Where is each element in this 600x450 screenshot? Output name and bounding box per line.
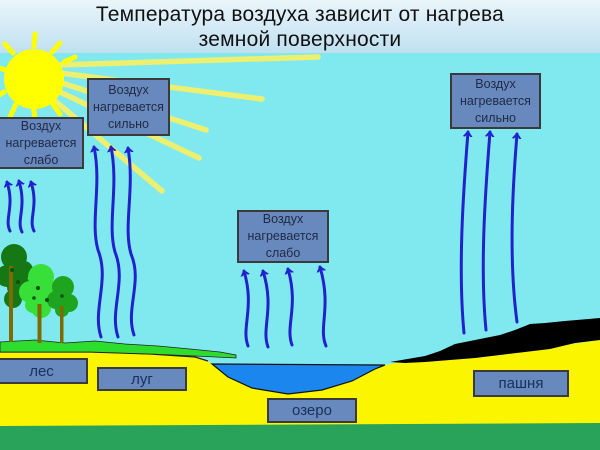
label-plowed-field: пашня [473, 370, 569, 397]
callout-text: Воздух [108, 82, 149, 97]
callout-text: нагревается [5, 135, 77, 150]
callout-text: сильно [108, 116, 149, 131]
tree-trunk [37, 304, 42, 343]
grass-strip [0, 339, 237, 359]
callout-air-heats-strong-left: Воздух нагревается сильно [87, 78, 170, 136]
callout-text: слабо [265, 246, 301, 260]
updraft-arrows-strong-left [94, 147, 137, 339]
label-lake: озеро [267, 398, 357, 423]
lake [210, 363, 386, 395]
label-meadow: луг [97, 367, 187, 391]
callout-text: слабо [23, 152, 59, 167]
updraft-arrows-strong-right [459, 132, 517, 335]
updraft-arrows-weak-left [7, 181, 34, 234]
label-text: луг [131, 370, 153, 388]
callout-text: нагревается [247, 229, 319, 243]
label-forest: лес [0, 358, 88, 384]
callout-air-heats-weak-center: Воздух нагревается слабо [237, 210, 329, 263]
label-text: пашня [498, 375, 544, 392]
callout-text: нагревается [93, 99, 164, 114]
callout-air-heats-strong-right: Воздух нагревается сильно [450, 73, 541, 129]
callout-text: Воздух [475, 76, 516, 91]
callout-text: Воздух [20, 118, 62, 133]
callout-text: нагревается [460, 93, 531, 108]
updraft-arrows-weak-center [244, 267, 328, 349]
title-band [0, 0, 600, 54]
tree-trunk [9, 266, 13, 342]
callout-air-heats-weak-left: Воздух нагревается слабо [0, 117, 84, 169]
tree-mid [47, 276, 78, 317]
bottom-band [0, 423, 600, 450]
forest-trees [0, 244, 78, 343]
callout-text: сильно [475, 110, 516, 125]
label-text: озеро [292, 402, 332, 419]
tree-trunk [60, 306, 64, 343]
plowed-field [390, 318, 600, 363]
sun-icon [0, 31, 78, 126]
label-text: лес [29, 362, 54, 380]
callout-text: Воздух [262, 212, 304, 226]
